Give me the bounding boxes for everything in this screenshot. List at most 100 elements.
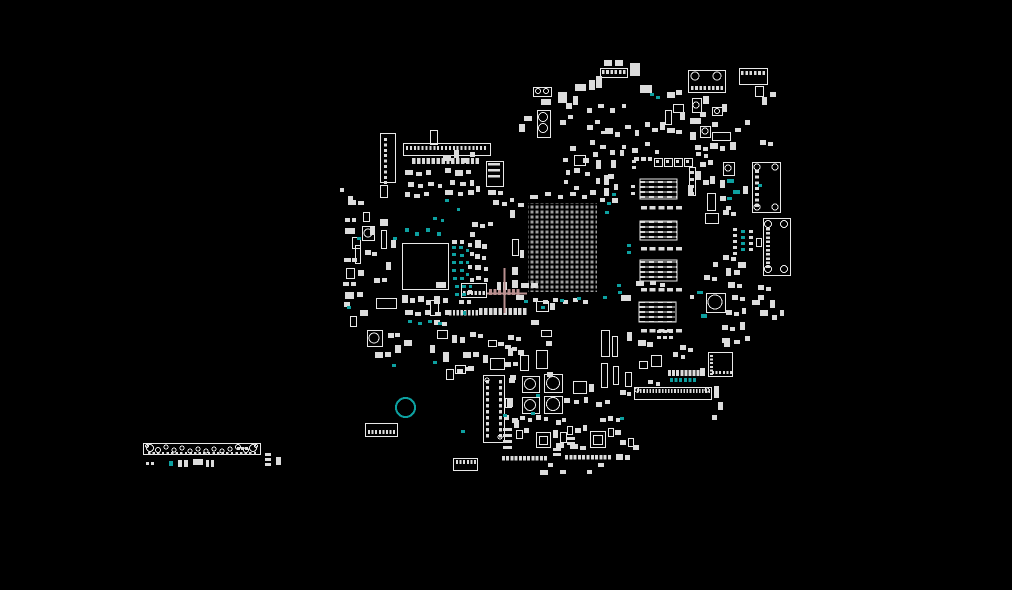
pin-pad [499,434,502,438]
component-outline[interactable] [516,430,523,439]
through-hole [780,265,788,273]
teal-pad [524,300,528,303]
component-outline[interactable] [381,230,387,249]
component-outline[interactable] [446,369,454,380]
component-outline[interactable] [639,361,648,369]
component-outline[interactable] [402,243,449,290]
component-outline[interactable] [573,381,587,394]
component-outline[interactable] [706,293,726,313]
component-outline[interactable] [346,268,355,279]
component-outline[interactable] [755,86,764,97]
memory-chip[interactable] [639,259,678,282]
component-outline[interactable] [634,387,712,400]
memory-chip[interactable] [638,301,677,323]
teal-pad [741,236,745,239]
component-outline[interactable] [600,68,628,78]
component-outline[interactable] [601,330,610,357]
component-outline[interactable] [488,340,497,347]
component-outline[interactable] [536,432,551,448]
component-outline[interactable] [590,431,606,448]
component-outline[interactable] [453,458,478,471]
component-outline[interactable] [486,161,504,187]
component-outline[interactable] [567,426,573,435]
component-outline[interactable] [739,68,768,85]
component-outline[interactable] [707,193,716,211]
memory-chip[interactable] [639,220,678,241]
component-outline[interactable] [363,212,370,222]
component-outline[interactable] [537,110,551,138]
component-outline[interactable] [654,158,663,167]
component-outline[interactable] [560,432,567,443]
component-outline[interactable] [684,158,693,167]
teal-pad [605,211,609,214]
component-outline[interactable] [763,218,791,276]
component-outline[interactable] [608,428,614,437]
component-outline[interactable] [490,358,505,370]
passive-pad [237,447,240,450]
component-outline[interactable] [461,283,487,298]
component-outline[interactable] [723,162,735,176]
component-outline[interactable] [483,375,505,443]
component-outline[interactable] [708,352,733,377]
component-outline[interactable] [664,158,673,167]
component-outline[interactable] [376,298,397,309]
component-outline[interactable] [628,438,634,447]
component-outline[interactable] [536,301,549,312]
component-outline[interactable] [625,372,632,387]
component-outline[interactable] [455,365,466,374]
pin-pad [688,370,692,376]
component-outline[interactable] [665,110,672,125]
component-outline[interactable] [352,237,361,249]
through-hole [690,71,700,81]
component-outline[interactable] [512,239,519,256]
component-outline[interactable] [593,435,603,445]
passive-pad [703,96,709,104]
teal-pad [169,461,173,466]
pin-pad [675,329,682,333]
component-outline[interactable] [380,133,396,183]
component-outline[interactable] [688,70,726,93]
teal-pad [603,296,607,299]
component-outline[interactable] [367,330,383,347]
component-outline[interactable] [520,355,529,371]
through-hole [764,220,772,228]
component-outline[interactable] [350,316,357,327]
component-outline[interactable] [143,443,261,455]
component-outline[interactable] [674,158,683,167]
passive-pad [622,104,626,108]
component-outline[interactable] [544,396,563,414]
highlighted-mounting-hole[interactable] [395,397,416,418]
memory-chip[interactable] [639,178,678,200]
component-outline[interactable] [705,213,719,224]
component-outline[interactable] [700,126,711,138]
component-outline[interactable] [536,350,548,369]
pin-pad [203,452,206,455]
component-outline[interactable] [539,436,548,445]
component-outline[interactable] [612,336,618,357]
component-outline[interactable] [613,366,619,385]
component-outline[interactable] [430,130,438,145]
passive-pad [530,195,538,199]
component-outline[interactable] [673,104,684,113]
passive-pad [553,453,561,456]
component-outline[interactable] [756,238,762,247]
component-outline[interactable] [692,98,702,113]
component-outline[interactable] [355,245,361,264]
bga-chip[interactable] [528,203,597,292]
component-outline[interactable] [601,363,608,388]
component-outline[interactable] [752,162,781,213]
component-outline[interactable] [380,185,388,198]
component-outline[interactable] [533,87,552,97]
component-outline[interactable] [522,376,540,393]
component-outline[interactable] [651,355,662,367]
passive-pad [405,170,413,175]
component-outline[interactable] [712,132,731,141]
component-outline[interactable] [365,423,398,437]
teal-pad [741,230,745,233]
component-outline[interactable] [437,330,448,339]
passive-pad [633,445,639,450]
component-outline[interactable] [544,374,563,393]
component-outline[interactable] [541,330,552,337]
